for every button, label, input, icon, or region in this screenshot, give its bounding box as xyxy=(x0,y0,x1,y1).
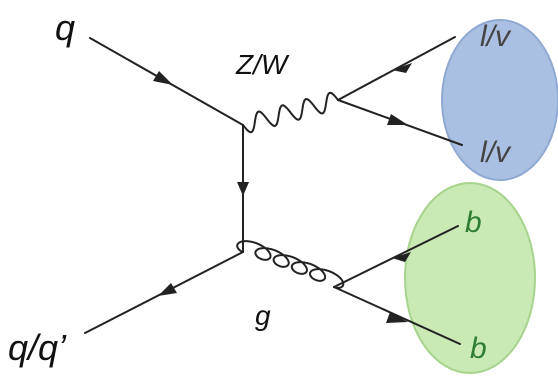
label-b-bottom: b xyxy=(470,332,487,365)
b-line-bottom xyxy=(333,286,461,345)
b-quark-blob xyxy=(404,182,536,374)
label-boson: Z/W xyxy=(235,49,290,80)
lepton-top-arrow xyxy=(392,63,412,73)
label-q: q xyxy=(55,7,75,48)
lepton-blob xyxy=(441,19,558,181)
label-lepton-bottom: l/v xyxy=(480,136,512,169)
lepton-bottom-arrow xyxy=(387,114,408,125)
b-top-arrow xyxy=(392,252,411,262)
quark-propagator-arrow xyxy=(237,182,249,196)
incoming-quark-arrow xyxy=(153,71,173,85)
gluon-curly-line xyxy=(236,240,345,289)
label-q-qprime: q/q’ xyxy=(8,327,67,368)
label-b-top: b xyxy=(465,206,482,239)
b-line-top xyxy=(333,225,459,288)
outgoing-quark-arrow xyxy=(158,283,177,296)
b-bottom-arrow xyxy=(386,312,408,323)
label-gluon: g xyxy=(255,300,271,331)
label-lepton-top: l/v xyxy=(480,20,512,53)
boson-wavy-line xyxy=(242,91,339,134)
